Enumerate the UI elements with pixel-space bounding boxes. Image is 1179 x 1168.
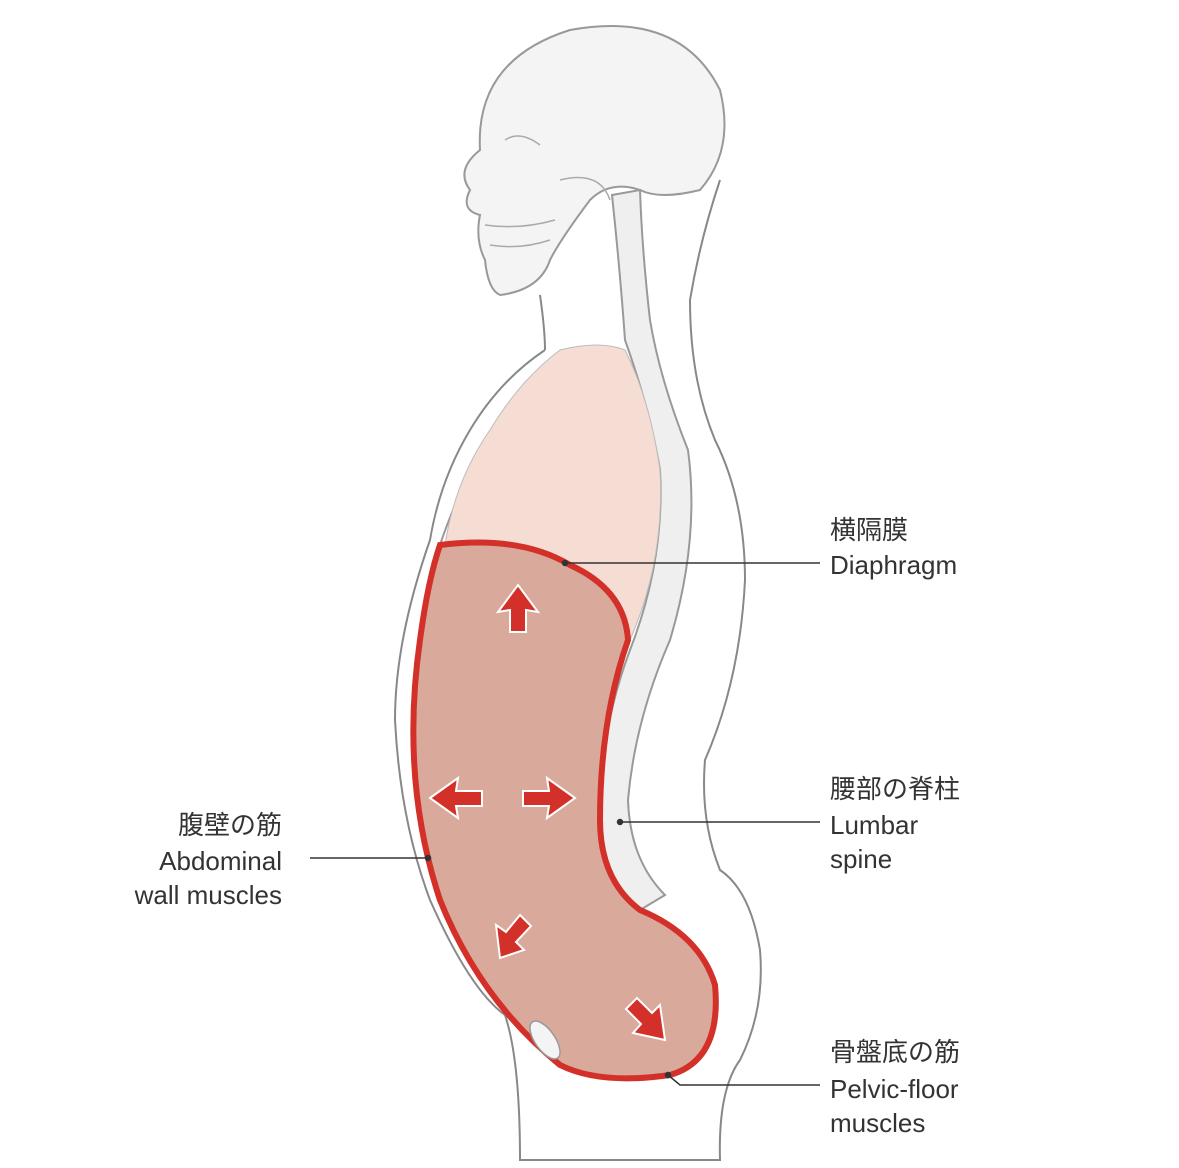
lumbar-leader-dot [616,818,624,826]
arrow-up-icon [495,583,541,633]
pelvic-label-jp: 骨盤底の筋 [830,1037,961,1067]
neck-outline [539,294,546,351]
lumbar-label-jp: 腰部の脊柱 [830,774,961,804]
arrow-down-left-icon [494,913,533,960]
abdominal-label-en-2: wall muscles [134,880,282,910]
diaphragm-leader-dot [561,559,569,567]
diaphragm-label-jp: 横隔膜 [830,515,909,545]
pelvic-leader-dot [664,1071,672,1079]
pelvic-label-en-2: muscles [830,1108,926,1138]
pelvic-label-en-1: Pelvic-floor [830,1074,959,1104]
skull-jaw [484,135,611,248]
abdominal-label-en-1: Abdominal [159,846,282,876]
abdominal-leader-dot [424,854,432,862]
diaphragm-label-en: Diaphragm [830,550,958,580]
abdominal-label-jp: 腹壁の筋 [177,810,282,840]
pelvic-leader [667,1074,820,1086]
pubic-bone [529,1020,561,1060]
arrow-down-right-icon [624,996,667,1042]
lumbar-label-en-1: Lumbar [830,810,919,840]
skull [463,25,726,297]
abdominal-cavity [410,539,719,1082]
arrow-right-icon [522,775,577,821]
arrow-left-icon [428,775,483,821]
lumbar-label-en-2: spine [830,844,893,874]
